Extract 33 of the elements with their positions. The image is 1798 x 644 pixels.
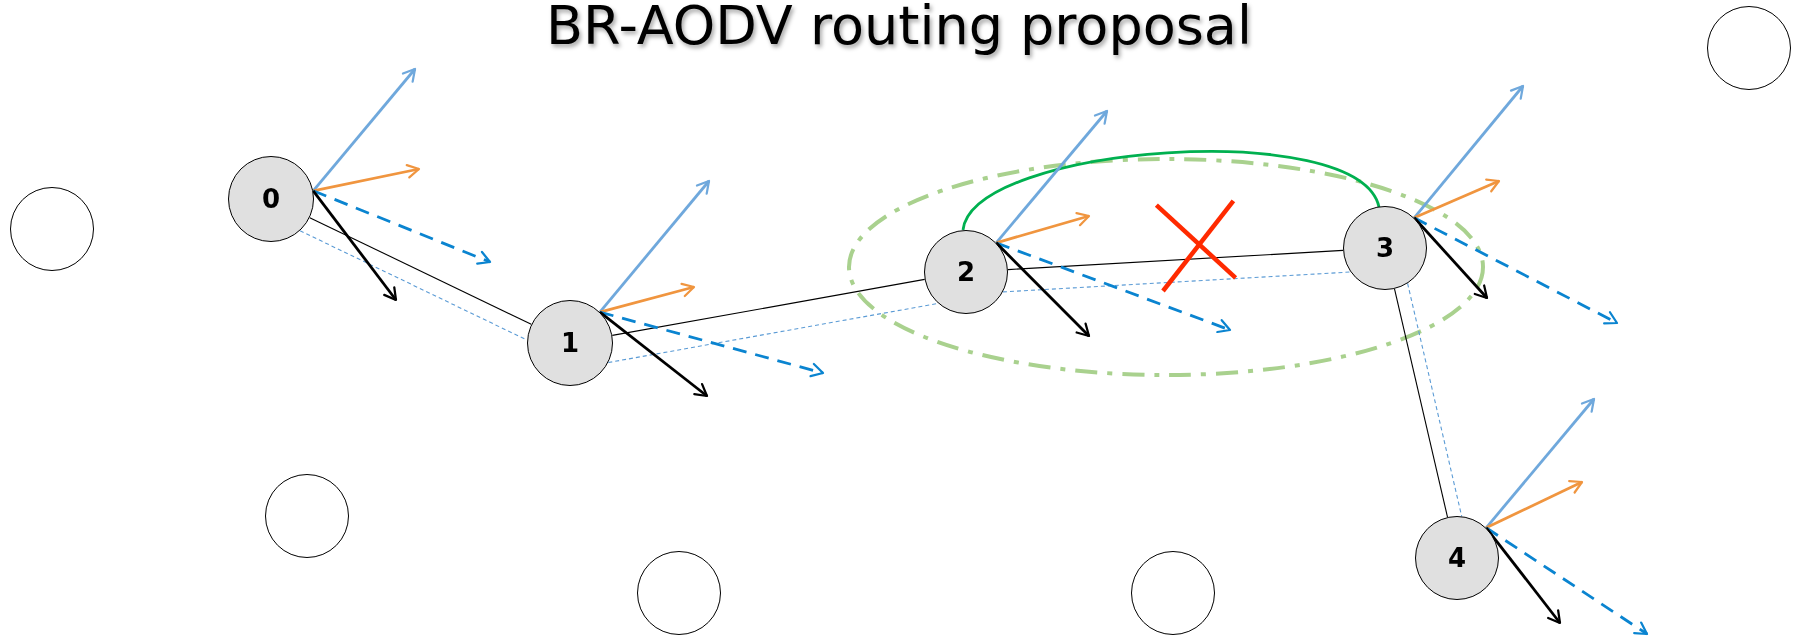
link-line <box>1002 271 1352 293</box>
link-line <box>611 278 926 336</box>
arrow <box>1413 216 1619 325</box>
link-line <box>309 217 532 325</box>
network-node: 2 <box>924 230 1008 314</box>
arc-link <box>961 150 1381 231</box>
arrow <box>599 310 825 378</box>
link-line <box>1393 288 1449 518</box>
network-node: 4 <box>1415 516 1499 600</box>
link-line <box>607 302 939 364</box>
arrow <box>599 282 696 314</box>
arrow <box>1413 84 1525 219</box>
arrow <box>312 189 398 302</box>
arrow <box>995 109 1109 244</box>
arrow <box>312 189 492 265</box>
arrow <box>1485 526 1649 636</box>
arrow <box>598 179 711 313</box>
arrow <box>312 67 417 192</box>
link-line <box>1007 249 1344 271</box>
arrow <box>1413 178 1501 220</box>
network-node: 0 <box>228 156 314 242</box>
arrow <box>1485 397 1596 529</box>
arrow <box>312 163 421 193</box>
arrow <box>1413 216 1489 300</box>
arrow <box>995 241 1232 334</box>
arrow <box>995 211 1091 245</box>
arrow <box>599 310 709 398</box>
link-line <box>1407 282 1463 517</box>
arrow <box>995 241 1091 338</box>
network-node: 1 <box>527 300 613 386</box>
arrow <box>1485 480 1584 530</box>
network-node: 3 <box>1343 206 1427 290</box>
title: BR-AODV routing proposal <box>546 0 1252 57</box>
